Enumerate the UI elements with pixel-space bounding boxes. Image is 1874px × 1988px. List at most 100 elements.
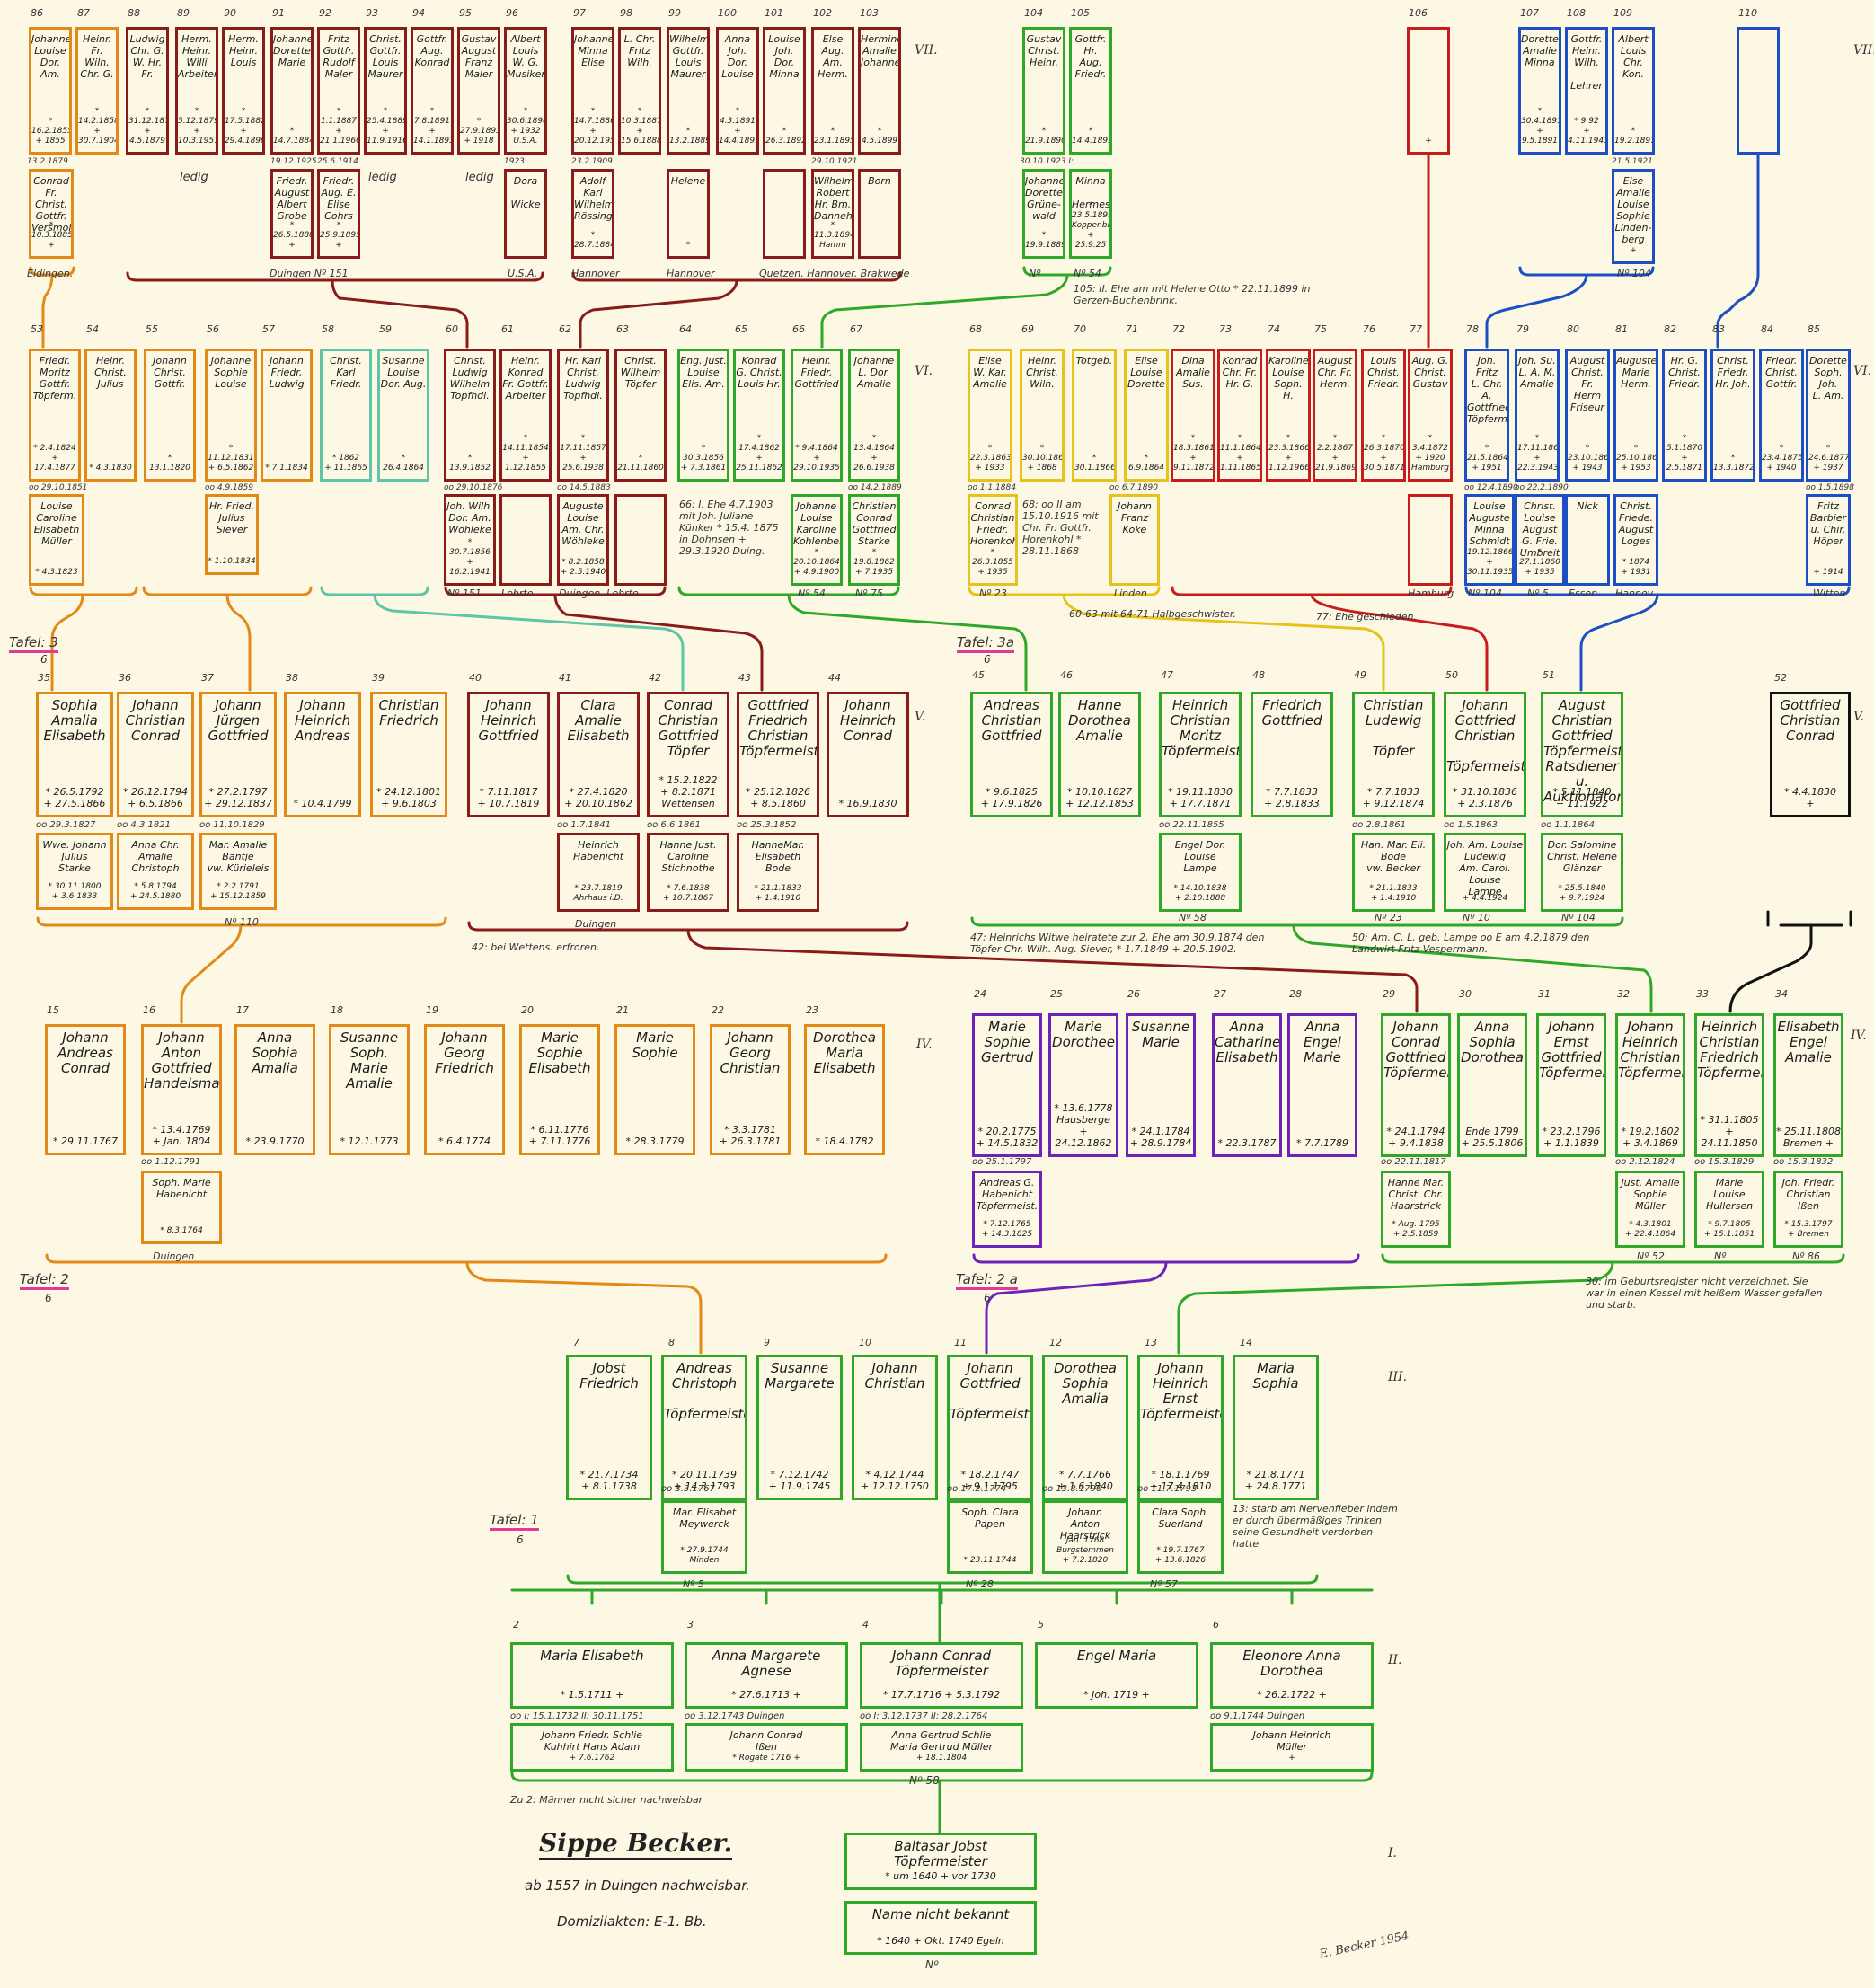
gen6-person-box: Christ. Friedr. Hr. Joh.* 13.3.1872	[1710, 349, 1755, 482]
tafel-link: Tafel: 2	[20, 1271, 69, 1290]
person-dates: * 19.12.1866 + 30.11.1935	[1467, 538, 1514, 577]
person-dates: * 16.2.1855 + 1855	[31, 117, 72, 146]
person-number: 82	[1664, 323, 1676, 335]
person-number: 61	[501, 323, 514, 335]
gen5-person-box: Clara Amalie Elisabeth* 27.4.1820 + 20.1…	[557, 692, 640, 817]
person-dates: + 4.4.1924	[1462, 894, 1508, 903]
person-name: Dorothea Sophia Amalia	[1054, 1360, 1117, 1407]
person-name: Helene	[670, 175, 706, 187]
person-dates: * 30.4.1891 + 9.5.1891	[1521, 107, 1561, 146]
person-dates: * 30.7.1856 + 16.2.1941	[449, 538, 491, 577]
person-number: 86	[31, 7, 43, 19]
generation-label: V.	[1853, 710, 1865, 724]
gen6-person-box: Joh. Su. L. A. M. Amalie* 17.11.1865 + 2…	[1515, 349, 1560, 482]
person-name: Andreas Christian Gottfried	[981, 697, 1042, 744]
gen4-person-box: Marie Sophie Gertrud* 20.2.1775 + 14.5.1…	[972, 1013, 1042, 1157]
marriage-date: oo 9.1.1744 Duingen	[1210, 1711, 1305, 1721]
person-dates: * 19.9.1889	[1025, 231, 1065, 250]
gen5-spouse-box: Heinrich Habenicht* 23.7.1819 Ahrhaus i.…	[557, 833, 640, 912]
person-dates: * 1.5.1711 +	[560, 1689, 624, 1701]
person-name	[1410, 30, 1447, 33]
person-number: 28	[1289, 988, 1302, 1000]
gen6-person-box: Johanne L. Dor. Amalie* 13.4.1864 + 26.6…	[848, 349, 900, 482]
person-number: 15	[47, 1004, 59, 1016]
person-dates: * 22.3.1787	[1217, 1137, 1277, 1149]
person-dates: * 26.3.1870 + 30.5.1871	[1364, 434, 1405, 473]
gen5-person-box: Gottfried Friedrich Christian Töpfermeis…	[737, 692, 819, 817]
person-dates: * 17.11.1857 + 25.6.1938	[560, 434, 606, 473]
ledig-label: ledig	[180, 171, 208, 184]
person-number: 84	[1761, 323, 1773, 335]
root-ancestor-box: Baltasar Jobst Töpfermeister* um 1640 + …	[844, 1833, 1037, 1890]
generation-label: VI.	[915, 364, 933, 378]
person-name	[617, 497, 664, 500]
gen7-person-box: Heinr. Fr. Wilh. Chr. G.* 14.2.1858 + 30…	[75, 27, 119, 155]
registry-tag: Nº	[925, 1958, 939, 1971]
person-number: 64	[679, 323, 692, 335]
origin-note: ab 1557 in Duingen nachweisbar.	[525, 1878, 750, 1894]
person-number: 105	[1071, 7, 1090, 19]
gen3-person-box: Johann Christian* 4.12.1744 + 12.12.1750	[852, 1355, 938, 1500]
generation-label: V.	[915, 710, 926, 724]
gen6-spouse-box: Hr. Fried. Julius Siever* 1.10.1834	[205, 494, 259, 575]
person-dates: * 14.7.1884	[273, 127, 314, 146]
gen5-spouse-box: Han. Mar. Eli. Bode vw. Becker* 21.1.183…	[1352, 833, 1435, 912]
marriage-date: oo 11.10.1829	[199, 820, 265, 830]
person-number: 76	[1363, 323, 1375, 335]
person-dates: * Aug. 1795 + 2.5.1859	[1392, 1220, 1440, 1239]
person-name: Sophia Amalia Elisabeth	[43, 697, 106, 744]
gen2-spouse-box: Johann Friedr. Schlie Kuhhirt Hans Adam+…	[510, 1723, 674, 1772]
person-dates: * 12.1.1773	[340, 1135, 399, 1147]
person-number: 97	[573, 7, 586, 19]
person-name: Jobst Friedrich	[579, 1360, 639, 1392]
gen4-spouse-box: Marie Louise Hullersen* 9.7.1805 + 15.1.…	[1694, 1171, 1764, 1248]
gen6-spouse-box: Johanne Louise Karoline Kohlenberg* 20.1…	[791, 494, 843, 586]
person-name: Johann Ernst Gottfried Töpfermeister	[1539, 1019, 1606, 1081]
marriage-date: oo 6.7.1890	[1109, 483, 1158, 492]
person-name: Christ. Ludwig Wilhelm Topfhdl.	[449, 355, 491, 402]
gen4-person-box: Johann Anton Gottfried Handelsmann* 13.4…	[141, 1024, 222, 1155]
descent-line	[1177, 1260, 1614, 1355]
gen7-spouse-box: Johanne Dorette Grüne- wald* 19.9.1889	[1022, 169, 1065, 259]
person-dates: * um 1640 + vor 1730	[885, 1870, 996, 1882]
registry-tag: Hannov.	[1615, 588, 1656, 599]
gen6-person-box: Aug. G. Christ. Gustav* 3.4.1872 + 1920 …	[1408, 349, 1453, 482]
person-dates: * 3.4.1872 + 1920 Hamburg	[1411, 434, 1449, 473]
person-dates: * 10.10.1827 + 12.12.1853	[1065, 786, 1134, 809]
gen6-person-box: August Christ. Fr. Herm Friseur* 23.10.1…	[1565, 349, 1610, 482]
person-name: L. Chr. Fritz Wilh.	[623, 33, 656, 68]
gen7-spouse-box: Dora Wicke	[504, 169, 547, 259]
person-number: 12	[1049, 1337, 1062, 1348]
person-dates: * 4.3.1891 + 14.4.1891	[719, 107, 759, 146]
gen6-spouse-box	[499, 494, 552, 586]
registry-tag: Linden	[1114, 588, 1147, 599]
gen6-person-box: Christ. Wilhelm Töpfer* 21.11.1860	[614, 349, 667, 482]
gen2-spouse-box: Anna Gertrud Schlie Maria Gertrud Müller…	[860, 1723, 1023, 1772]
person-number: 70	[1074, 323, 1086, 335]
person-number: 69	[1021, 323, 1034, 335]
generation-label: II.	[1388, 1653, 1402, 1667]
person-number: 68	[969, 323, 982, 335]
person-dates: * 21.1.1833 + 1.4.1910	[1369, 884, 1418, 903]
gen5-spouse-box: Joh. Am. Louise Ludewig Am. Carol. Louis…	[1444, 833, 1526, 912]
person-number: 83	[1712, 323, 1725, 335]
person-name: Johanne Minna Elise	[574, 33, 614, 68]
descent-line	[465, 1260, 703, 1355]
person-name: Christ. Louise August G. Frie. Umbreit	[1519, 500, 1560, 559]
registry-tag: U.S.A.	[508, 268, 538, 279]
person-name: Marie Sophie Elisabeth	[528, 1029, 591, 1076]
person-dates: * 31.10.1836 + 2.3.1876	[1453, 786, 1517, 809]
person-name: Johann Andreas Conrad	[57, 1029, 113, 1076]
person-name: Louis Christ. Friedr.	[1367, 355, 1400, 390]
generation-label: IV.	[916, 1038, 933, 1052]
gen7-person-box: Anna Joh. Dor. Louise* 4.3.1891 + 14.4.1…	[716, 27, 759, 155]
gen6-spouse-box: Christ. Louise August G. Frie. Umbreit* …	[1515, 494, 1565, 586]
gen7-person-box: Johanne Louise Dor. Am.* 16.2.1855 + 185…	[29, 27, 72, 155]
gen5-person-box: Andreas Christian Gottfried* 9.6.1825 + …	[970, 692, 1053, 817]
marriage-date: oo 17.2.1774	[947, 1484, 1007, 1494]
person-dates: * 24.12.1801 + 9.6.1803	[376, 786, 441, 809]
gen3-person-box: Jobst Friedrich* 21.7.1734 + 8.1.1738	[566, 1355, 652, 1500]
registry-tag: Nº 54	[798, 588, 826, 599]
person-name: Christian Ludewig Töpfer	[1363, 697, 1424, 759]
person-dates: * 4.12.1744 + 12.12.1750	[861, 1469, 929, 1492]
